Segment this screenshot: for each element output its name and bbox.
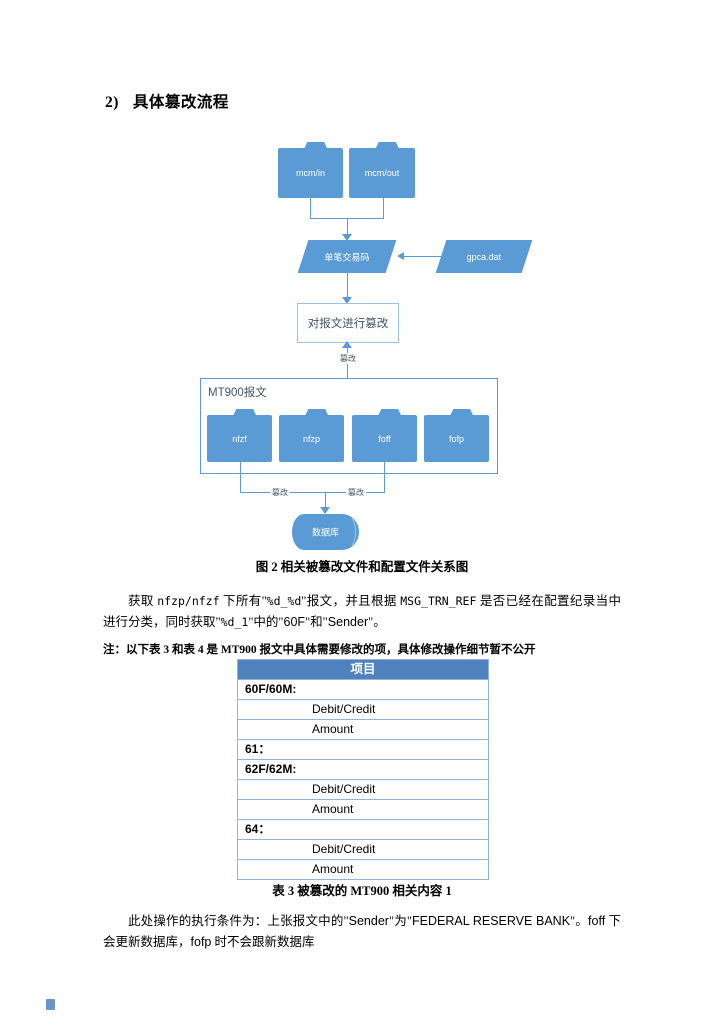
heading-number: 2) (105, 94, 119, 111)
connector-line (325, 492, 326, 508)
table-row: 62F/62M: (238, 759, 488, 779)
edge-label-tamper: 篡改 (338, 353, 358, 364)
arrowhead-down-icon (342, 297, 352, 304)
text-segment: 此处操作的执行条件为：上张报文中的" (128, 913, 349, 928)
parallelogram-txn-code: 单笔交易码 (297, 240, 397, 273)
table-row: Debit/Credit (238, 839, 488, 859)
edge-label-tamper-left: 篡改 (270, 487, 290, 498)
connector-line (384, 462, 385, 492)
arrowhead-down-icon (320, 507, 330, 514)
note-line: 注：以下表 3 和表 4 是 MT900 报文中具体需要修改的项，具体修改操作细… (103, 644, 536, 656)
edge-label-tamper-right: 篡改 (346, 487, 366, 498)
table-row: Amount (238, 859, 488, 879)
arrowhead-down-icon (342, 234, 352, 241)
database-cylinder-icon: 数据库 (292, 514, 359, 550)
text-segment: 是否已经在配置纪录当中进行分类，同时获取" (103, 593, 621, 629)
text-segment: "。 (570, 913, 589, 928)
table-header: 项目 (238, 660, 488, 679)
figure-caption: 图 2 相关被篡改文件和配置文件关系图 (255, 560, 469, 574)
text-segment: foff (588, 913, 606, 928)
table-row: Amount (238, 799, 488, 819)
database-label: 数据库 (311, 527, 339, 538)
folder-nfzp-label: nfzp (302, 433, 320, 444)
text-segment: Sender (348, 913, 389, 928)
heading-text: 具体篡改流程 (132, 94, 229, 111)
connector-line (404, 256, 443, 257)
folder-fofp-label: fofp (448, 433, 464, 444)
text-segment: "为" (388, 913, 412, 928)
arrowhead-up-icon (342, 341, 352, 348)
process-box: 对报文进行篡改 (297, 303, 399, 343)
folder-mcm-out-icon: mcm/out (349, 148, 415, 198)
table-row: 60F/60M: (238, 679, 488, 699)
paragraph-1: 获取 nfzp/nfzf 下所有"%d_%d"报文，并且根据 MSG_TRN_R… (103, 591, 621, 633)
mt900-group-label: MT900报文 (208, 387, 267, 399)
text-segment: "和" (305, 614, 328, 629)
text-segment: fofp (190, 934, 212, 949)
text-segment: Sender (327, 614, 369, 629)
text-segment: %d_1 (220, 614, 249, 629)
table-row: Amount (238, 719, 488, 739)
table-row: 61： (238, 739, 488, 759)
connector-line (383, 198, 384, 218)
folder-fofp-icon: fofp (424, 415, 489, 462)
text-segment: FEDERAL RESERVE BANK (412, 913, 571, 928)
folder-nfzf-label: nfzf (232, 433, 247, 444)
table-caption: 表 3 被篡改的 MT900 相关内容 1 (272, 884, 452, 898)
text-segment: %d_%d (266, 593, 302, 608)
folder-mcm-in-label: mcm/in (296, 168, 325, 178)
connector-line (310, 198, 311, 218)
folder-nfzp-icon: nfzp (279, 415, 344, 462)
table-row: 64： (238, 819, 488, 839)
folder-nfzf-icon: nfzf (207, 415, 272, 462)
connector-line (347, 218, 348, 235)
text-segment: nfzp/nfzf (157, 593, 220, 608)
folder-foff-icon: foff (352, 415, 417, 462)
text-segment: MSG_TRN_REF (400, 593, 477, 608)
parallelogram-gpca-dat: gpca.dat (435, 240, 533, 273)
gpca-dat-label: gpca.dat (466, 251, 502, 262)
connector-line (240, 462, 241, 492)
folder-mcm-out-label: mcm/out (364, 168, 400, 178)
connector-line (347, 273, 348, 298)
text-segment: "报文，并且根据 (301, 593, 401, 608)
text-segment: "。 (368, 614, 386, 629)
table-row: Debit/Credit (238, 699, 488, 719)
folder-mcm-in-icon: mcm/in (278, 148, 343, 198)
process-box-label: 对报文进行篡改 (307, 318, 389, 330)
footer-mark (46, 999, 55, 1010)
text-segment: 下会更新数据库， (103, 913, 621, 949)
txn-code-label: 单笔交易码 (324, 252, 370, 262)
folder-foff-label: foff (378, 433, 391, 444)
paragraph-2: 此处操作的执行条件为：上张报文中的"Sender"为"FEDERAL RESER… (103, 911, 621, 953)
flowchart-diagram: mcm/in mcm/out 单笔交易码 gpca.dat 对报文进行篡改 (0, 0, 724, 560)
text-segment: 下所有" (219, 593, 267, 608)
section-heading: 2) 具体篡改流程 (105, 90, 229, 112)
connector-line (240, 492, 385, 493)
text-segment: 60F (283, 614, 306, 629)
text-segment: 时不会跟新数据库 (211, 934, 315, 949)
text-segment: "中的" (248, 614, 284, 629)
table-row: Debit/Credit (238, 779, 488, 799)
arrowhead-left-icon (397, 252, 404, 260)
text-segment: 获取 (128, 593, 158, 608)
